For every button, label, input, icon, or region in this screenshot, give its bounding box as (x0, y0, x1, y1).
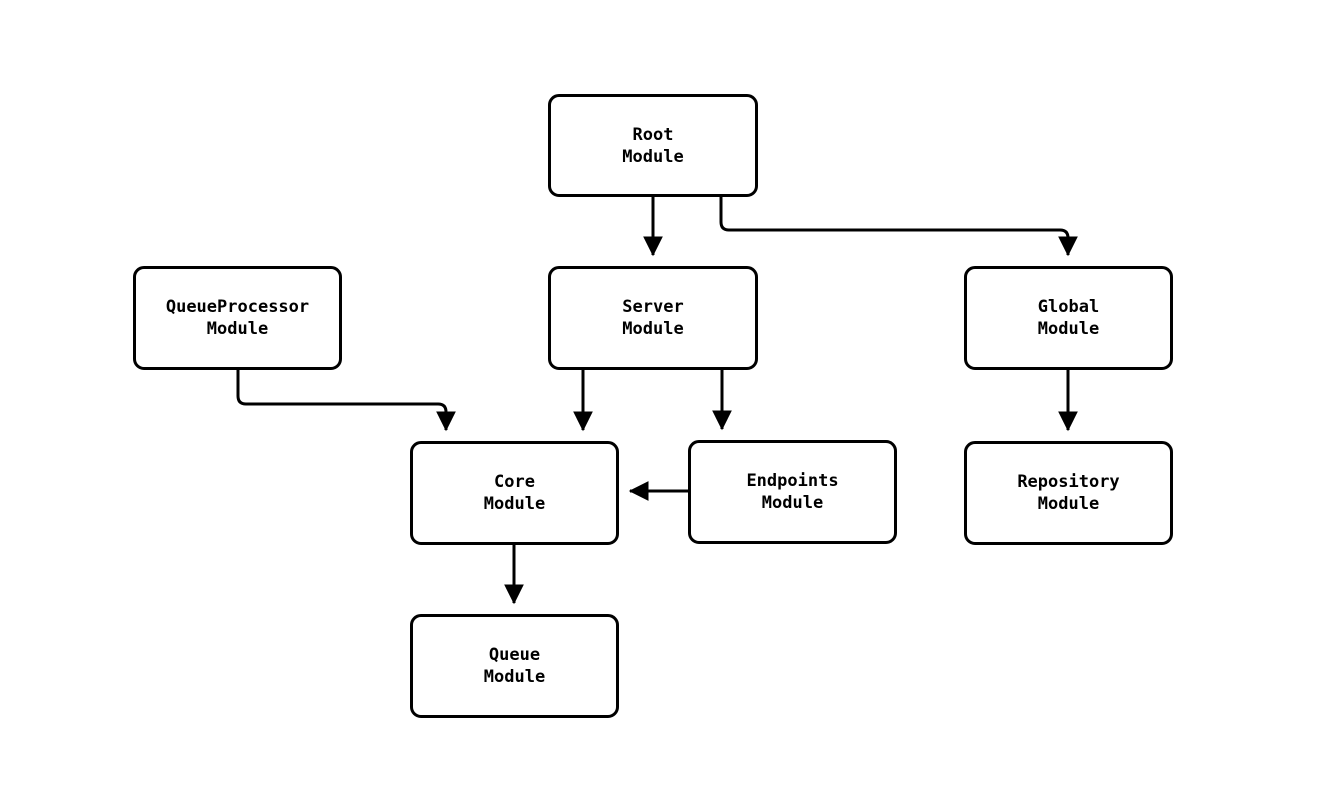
node-label-line1: Endpoints (746, 471, 839, 491)
node-label-line2: Module (622, 319, 684, 339)
node-label-line1: Root (632, 124, 674, 145)
node-label-line1: Repository (1017, 472, 1120, 492)
node-queue-module[interactable]: Queue Module (410, 614, 619, 718)
node-core-module[interactable]: Core Module (410, 441, 619, 545)
node-label-line2: Module (483, 494, 546, 514)
node-endpoints-module[interactable]: Endpoints Module (688, 440, 897, 544)
edge-queueprocessor-to-core (236, 370, 456, 432)
node-repository-module[interactable]: Repository Module (964, 441, 1173, 545)
node-label-line2: Module (1037, 494, 1100, 514)
node-global-module[interactable]: Global Module (964, 266, 1173, 370)
node-root-module[interactable]: Root Module (548, 94, 758, 197)
node-label-line2: Module (622, 146, 684, 167)
node-label-line2: Module (483, 667, 546, 687)
node-server-module[interactable]: Server Module (548, 266, 758, 370)
node-label-line1: Global (1037, 297, 1100, 317)
node-label-line2: Module (761, 493, 824, 513)
node-label-line2: Module (1037, 319, 1100, 339)
node-label-line1: Server (622, 297, 684, 317)
node-label-line1: Core (494, 472, 535, 492)
node-label-line1: QueueProcessor (165, 297, 310, 317)
node-label-line1: Queue (488, 645, 541, 665)
node-queueprocessor-module[interactable]: QueueProcessor Module (133, 266, 342, 370)
node-label-line2: Module (206, 319, 269, 339)
edge-root-to-global (719, 197, 1078, 257)
